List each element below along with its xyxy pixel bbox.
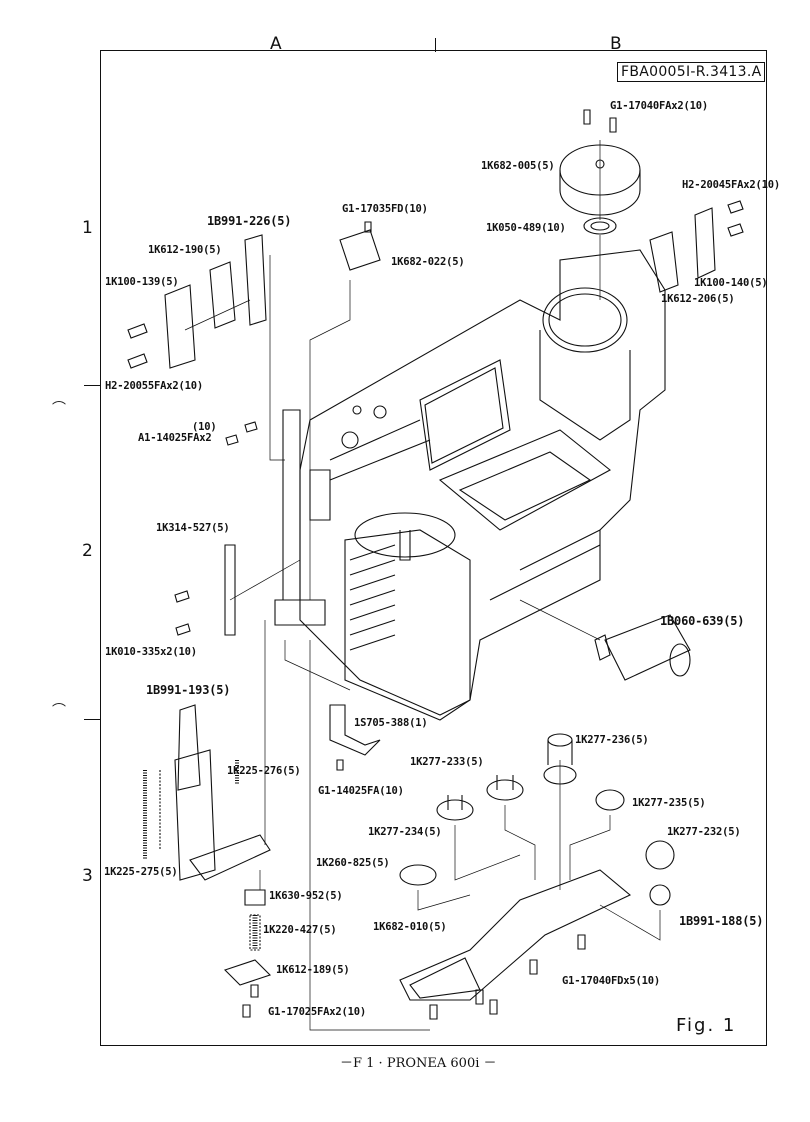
column-divider-tick (435, 38, 437, 52)
part-label-g1-14025fa: G1-14025FA(10) (318, 785, 404, 797)
part-label-1k612-190: 1K612-190(5) (148, 244, 222, 256)
left-bracket (274, 409, 331, 626)
part-label-h2-20045fax2: H2-20045FAx2(10) (682, 179, 780, 191)
part-label-1k682-010: 1K682-010(5) (373, 921, 447, 933)
part-1b060-639-drawing (594, 614, 691, 681)
part-label-a1-14025fax2: A1-14025FAx2 (138, 432, 212, 444)
document-id: FBA0005I-R.3413.A (617, 62, 766, 82)
page-footer: －F 1 · PRONEA 600i － (340, 1056, 497, 1071)
binding-mark: ⌒ (52, 702, 66, 718)
camera-body-chassis (299, 249, 666, 716)
part-label-1k277-234: 1K277-234(5) (368, 826, 442, 838)
part-label-h2-20055fax2: H2-20055FAx2(10) (105, 380, 203, 392)
leader-lines (184, 140, 661, 1031)
part-label-1b991-188: 1B991-188(5) (679, 914, 764, 928)
part-label-a1-14025fax2-qty: (10) (192, 421, 217, 433)
part-label-1k277-232: 1K277-232(5) (667, 826, 741, 838)
part-label-1k682-022: 1K682-022(5) (391, 256, 465, 268)
part-label-1k010-335x2: 1K010-335x2(10) (105, 646, 197, 658)
row-header-1: 1 (82, 218, 93, 238)
gear-train (399, 733, 675, 906)
part-label-1k277-233: 1K277-233(5) (410, 756, 484, 768)
part-label-1k630-952: 1K630-952(5) (269, 890, 343, 902)
part-label-1k050-489: 1K050-489(10) (486, 222, 566, 234)
binding-mark: ⌒ (52, 400, 66, 416)
film-chamber (344, 512, 471, 721)
part-label-g1-17025fax2: G1-17025FAx2(10) (268, 1006, 366, 1018)
column-header-b: B (610, 34, 622, 54)
part-label-1k260-825: 1K260-825(5) (316, 857, 390, 869)
part-label-1k225-275: 1K225-275(5) (104, 866, 178, 878)
part-label-1b060-639: 1B060-639(5) (660, 614, 745, 628)
part-label-1k100-140: 1K100-140(5) (694, 277, 768, 289)
screws (127, 109, 744, 1020)
part-label-g1-17040fdx5: G1-17040FDx5(10) (562, 975, 660, 987)
part-label-1b991-193: 1B991-193(5) (146, 683, 231, 697)
part-label-1b991-226: 1B991-226(5) (207, 214, 292, 228)
column-header-a: A (270, 34, 282, 54)
row-divider-tick (84, 719, 100, 721)
figure-label: Fig. 1 (676, 1015, 737, 1036)
part-label-1k612-206: 1K612-206(5) (661, 293, 735, 305)
part-label-1k277-236: 1K277-236(5) (575, 734, 649, 746)
part-label-g1-17040fax2: G1-17040FAx2(10) (610, 100, 708, 112)
part-label-1k682-005: 1K682-005(5) (481, 160, 555, 172)
row-header-2: 2 (82, 541, 93, 561)
part-label-g1-17035fd: G1-17035FD(10) (342, 203, 428, 215)
part-label-1s705-388: 1S705-388(1) (354, 717, 428, 729)
part-label-1k314-527: 1K314-527(5) (156, 522, 230, 534)
diagram-frame (100, 50, 767, 1046)
part-label-1k277-235: 1K277-235(5) (632, 797, 706, 809)
part-1b991-193-drawing (159, 704, 271, 881)
part-label-1k612-189: 1K612-189(5) (276, 964, 350, 976)
row-header-3: 3 (82, 866, 93, 886)
part-label-1k100-139: 1K100-139(5) (105, 276, 179, 288)
row-divider-tick (84, 385, 100, 387)
part-label-1k225-276: 1K225-276(5) (227, 765, 301, 777)
part-label-1k220-427: 1K220-427(5) (263, 924, 337, 936)
